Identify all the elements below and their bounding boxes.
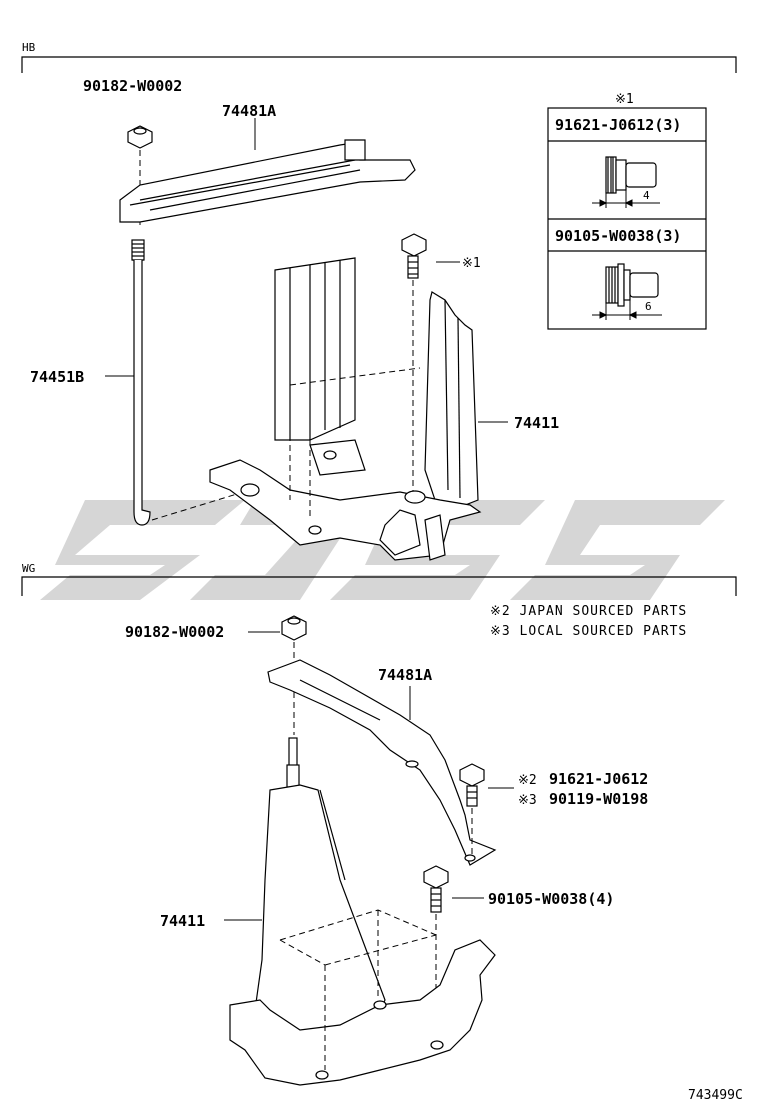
wg-bolt2-label: 90105-W0038(4) <box>488 890 614 908</box>
wg-bolt1-part <box>459 763 485 807</box>
wg-nut-label: 90182-W0002 <box>125 623 224 641</box>
inset-row1-part: 91621-J0612(3) <box>555 116 681 134</box>
hb-section-label: HB <box>22 41 36 54</box>
wg-clamp-label: 74481A <box>378 666 432 684</box>
inset-dim1 <box>592 190 660 208</box>
hb-section-bracket <box>21 56 737 73</box>
diagram-code: 743499C <box>688 1088 743 1103</box>
wg-tray-part <box>229 784 496 1086</box>
wg-bolt2-part <box>423 865 449 913</box>
inset-row2-part: 90105-W0038(3) <box>555 227 681 245</box>
wg-bolt-japan-mark: ※2 <box>518 773 537 788</box>
hb-bolt-mark: ※1 <box>462 256 481 271</box>
hb-clamp-part <box>119 139 416 223</box>
wg-bolt-japan-label: 91621-J0612 <box>549 770 648 788</box>
wg-tray-outline-dashed <box>279 909 437 1070</box>
wg-bolt-local-label: 90119-W0198 <box>549 790 648 808</box>
inset-row1-dim: 4 <box>643 189 650 202</box>
hb-nut-part <box>127 125 153 149</box>
hb-clamp-label: 74481A <box>222 102 276 120</box>
note-local: ※3 LOCAL SOURCED PARTS <box>490 624 687 639</box>
inset-dim2 <box>592 300 662 320</box>
inset-bolt2-icon <box>605 263 659 307</box>
wg-clamp-part <box>267 659 497 866</box>
hb-tray-label: 74411 <box>514 414 559 432</box>
inset-header: ※1 <box>615 92 634 107</box>
inset-bolt1-icon <box>605 156 657 194</box>
inset-table <box>547 107 707 330</box>
hb-nut-label: 90182-W0002 <box>83 77 182 95</box>
wg-section-bracket <box>21 576 737 596</box>
wg-rod-part <box>286 737 300 788</box>
hb-rod-label: 74451B <box>30 368 84 386</box>
wg-nut-part <box>281 615 307 641</box>
wg-tray-label: 74411 <box>160 912 205 930</box>
note-japan: ※2 JAPAN SOURCED PARTS <box>490 604 687 619</box>
hb-tray-part <box>209 257 482 561</box>
wg-bolt-local-mark: ※3 <box>518 793 537 808</box>
hb-rod-part <box>131 239 151 526</box>
hb-bolt-part <box>401 233 427 279</box>
inset-row2-dim: 6 <box>645 300 652 313</box>
wg-section-label: WG <box>22 562 35 575</box>
